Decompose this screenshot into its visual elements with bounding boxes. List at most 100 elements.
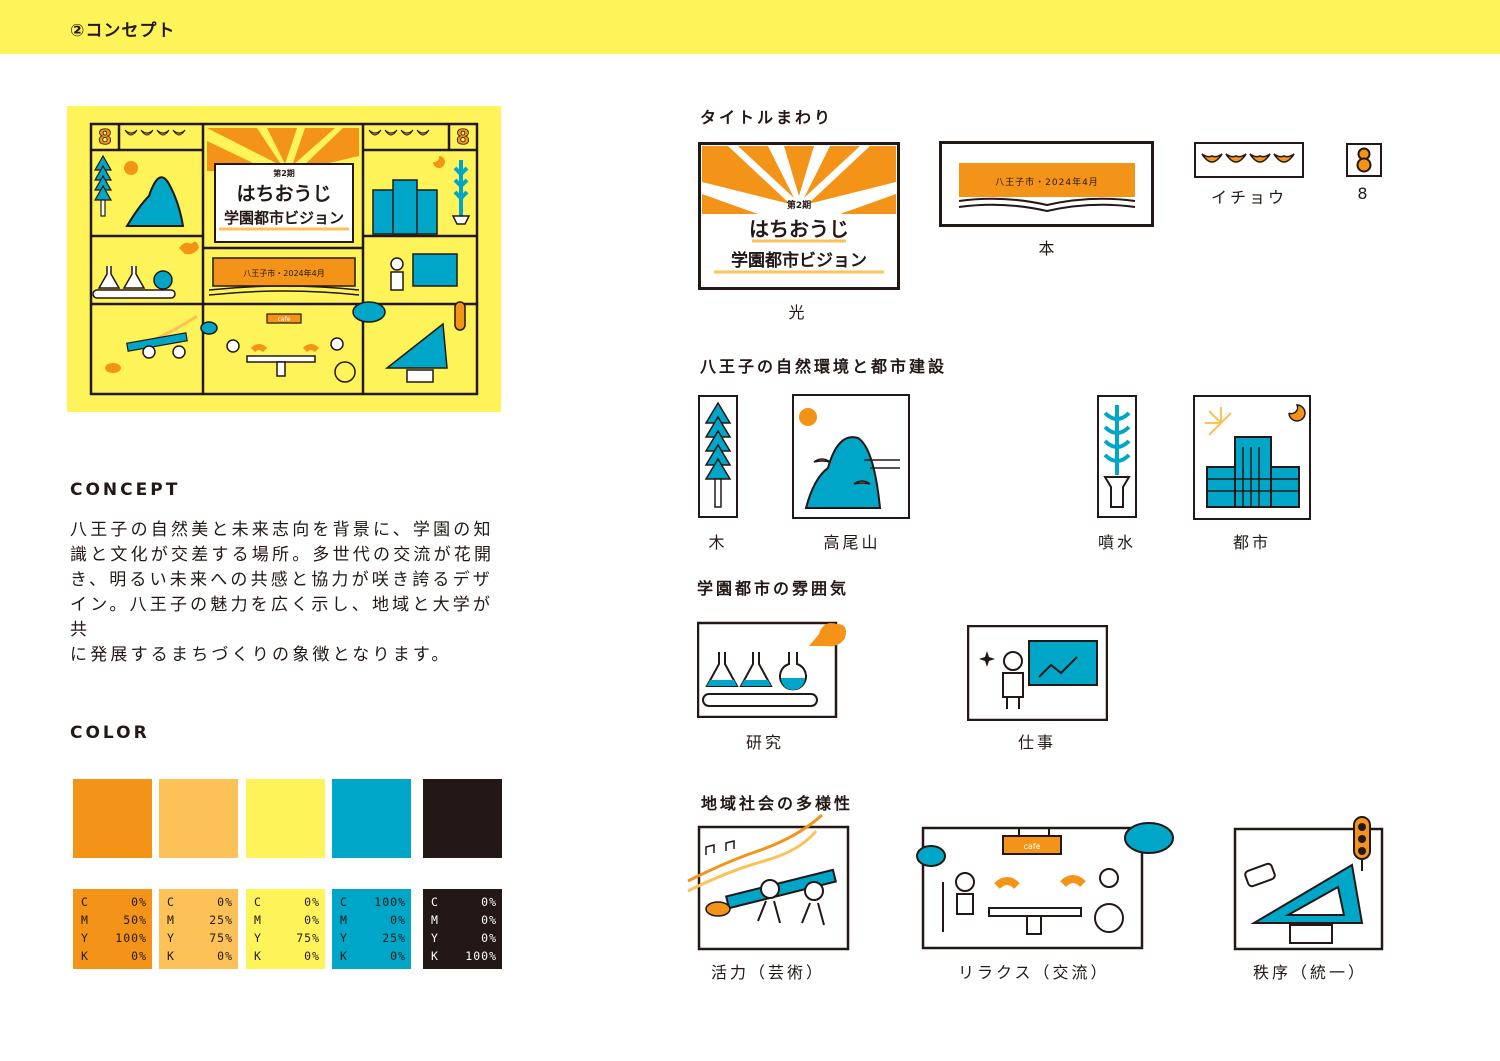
book-text: 八王子市・2024年4月 <box>995 176 1099 188</box>
cmyk-channel: C <box>254 895 262 909</box>
poster-title-line2: 学園都市ビジョン <box>224 209 344 227</box>
cmyk-values: C 0% M 0% Y 75% K 0% <box>246 889 325 969</box>
cmyk-row: Y 75% <box>246 929 325 947</box>
cmyk-percent: 100% <box>374 895 406 909</box>
cmyk-row: M 0% <box>332 911 411 929</box>
poster-illustration: 第2期 はちおうじ 学園都市ビジョン 8 8 <box>89 122 479 396</box>
cmyk-channel: K <box>254 949 262 963</box>
label-ginkgo: イチョウ <box>1210 188 1287 207</box>
cmyk-percent: 100% <box>465 949 497 963</box>
flask-icon <box>697 618 849 718</box>
fountain-icon <box>1097 395 1137 518</box>
color-heading: COLOR <box>70 723 150 743</box>
cmyk-row: M 50% <box>73 911 152 929</box>
cmyk-channel: K <box>340 949 348 963</box>
label-light: 光 <box>788 303 808 322</box>
concept-line: 識と文化が交差する場所。多世代の交流が花開 <box>70 545 495 565</box>
cmyk-percent: 0% <box>217 895 233 909</box>
cmyk-percent: 25% <box>382 931 406 945</box>
cmyk-channel: Y <box>81 931 89 945</box>
cmyk-channel: K <box>431 949 439 963</box>
traffic-icon <box>1232 815 1384 951</box>
cafe-icon: cafe <box>913 822 1177 950</box>
mountain-icon <box>792 394 910 519</box>
label-city: 都市 <box>1232 533 1271 552</box>
cmyk-row: K 0% <box>332 947 411 965</box>
color-swatch <box>423 779 502 858</box>
cmyk-channel: C <box>431 895 439 909</box>
cmyk-row: M 0% <box>246 911 325 929</box>
page-title: ②コンセプト <box>70 21 176 41</box>
header-bar <box>0 0 1500 54</box>
poster-preview: 第2期 はちおうじ 学園都市ビジョン 8 8 <box>67 106 501 412</box>
cmyk-percent: 0% <box>304 949 320 963</box>
cmyk-percent: 0% <box>390 949 406 963</box>
label-book: 本 <box>1038 239 1058 258</box>
label-eight: 8 <box>1357 184 1371 203</box>
cmyk-percent: 50% <box>123 913 147 927</box>
label-relax: リラクス（交流） <box>958 963 1110 982</box>
cmyk-percent: 75% <box>209 931 233 945</box>
presentation-icon <box>967 625 1108 721</box>
cmyk-percent: 0% <box>131 949 147 963</box>
cmyk-percent: 0% <box>304 913 320 927</box>
poster-book-text: 八王子市・2024年4月 <box>243 268 324 278</box>
color-swatch <box>73 779 152 858</box>
poster-issue: 第2期 <box>273 168 295 178</box>
label-vitality: 活力（芸術） <box>710 963 825 982</box>
cmyk-row: K 0% <box>73 947 152 965</box>
label-mountain: 高尾山 <box>823 533 881 552</box>
cmyk-channel: M <box>431 913 439 927</box>
ginkgo-icon <box>1194 142 1304 178</box>
cmyk-percent: 0% <box>481 931 497 945</box>
cmyk-percent: 0% <box>217 949 233 963</box>
city-icon <box>1193 395 1311 520</box>
cmyk-percent: 0% <box>390 913 406 927</box>
color-swatch <box>332 779 411 858</box>
label-work: 仕事 <box>1017 733 1056 752</box>
cmyk-channel: M <box>81 913 89 927</box>
svg-text:8: 8 <box>98 125 112 149</box>
label-fountain: 噴水 <box>1097 533 1136 552</box>
cmyk-percent: 75% <box>296 931 320 945</box>
tree-icon <box>698 395 738 518</box>
cmyk-channel: C <box>81 895 89 909</box>
sunburst-issue: 第2期 <box>787 199 811 211</box>
cmyk-channel: M <box>254 913 262 927</box>
cmyk-row: Y 0% <box>423 929 502 947</box>
label-research: 研究 <box>745 733 784 752</box>
cmyk-row: Y 75% <box>159 929 238 947</box>
cmyk-percent: 25% <box>209 913 233 927</box>
cmyk-channel: Y <box>254 931 262 945</box>
cmyk-row: Y 25% <box>332 929 411 947</box>
sunburst-icon: 第2期 はちおうじ 学園都市ビジョン <box>698 142 900 290</box>
cmyk-channel: M <box>340 913 348 927</box>
cmyk-percent: 0% <box>304 895 320 909</box>
concept-line: イン。八王子の魅力を広く示し、地域と大学が共 <box>70 595 494 640</box>
poster-cafe-sign: cafe <box>278 316 291 323</box>
cmyk-channel: K <box>81 949 89 963</box>
cmyk-row: K 0% <box>246 947 325 965</box>
poster-title-line1: はちおうじ <box>236 183 331 205</box>
cmyk-channel: M <box>167 913 175 927</box>
cmyk-percent: 0% <box>481 895 497 909</box>
section-title-area-heading: タイトルまわり <box>700 108 834 127</box>
concept-body: 八王子の自然美と未来志向を背景に、学園の知 識と文化が交差する場所。多世代の交流… <box>70 518 510 668</box>
cmyk-channel: Y <box>340 931 348 945</box>
cmyk-row: C 0% <box>246 893 325 911</box>
cafe-sign: cafe <box>1023 842 1040 851</box>
cmyk-row: K 100% <box>423 947 502 965</box>
section-academic-heading: 学園都市の雰囲気 <box>697 579 850 598</box>
open-book-icon: 八王子市・2024年4月 <box>939 141 1154 227</box>
cmyk-channel: Y <box>431 931 439 945</box>
dancers-icon <box>686 811 851 951</box>
concept-line: に発展するまちづくりの象徴となります。 <box>70 645 452 665</box>
cmyk-channel: Y <box>167 931 175 945</box>
